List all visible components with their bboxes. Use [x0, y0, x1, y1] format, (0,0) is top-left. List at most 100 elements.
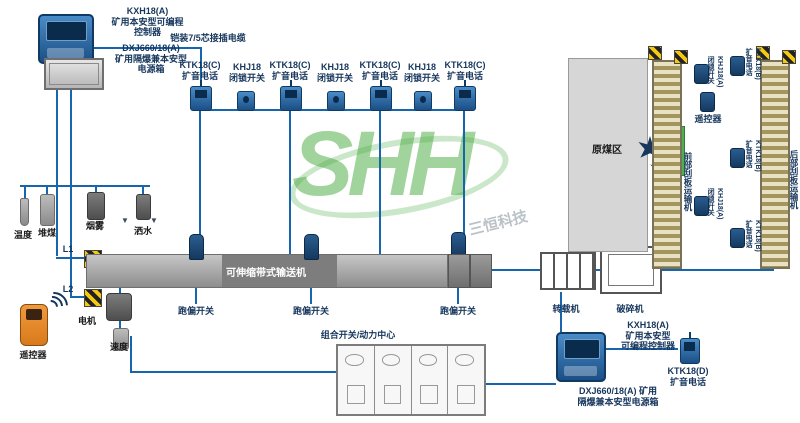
hazard-icon [674, 50, 688, 64]
motor-icon [106, 293, 132, 321]
phone-icon [454, 80, 476, 111]
cabinet-panel [338, 346, 375, 414]
deviation-switch-label: 跑偏开关 [292, 306, 329, 316]
lock-switch-icon [694, 64, 709, 84]
hazard-icon [84, 289, 102, 307]
phone-icon [730, 228, 745, 248]
raw-coal-area [568, 58, 648, 252]
cabinet-panel [412, 346, 449, 414]
wire [142, 186, 144, 196]
crusher-label: 破碎机 [616, 304, 644, 314]
watermark-subtext: 三恒科技 [467, 207, 530, 239]
power-box-icon [44, 58, 104, 90]
hazard-icon [782, 50, 796, 64]
right-device-label: KTK18(B) 扩音电话 [745, 140, 762, 172]
power-center-label: 组合开关/动力中心 [320, 330, 396, 340]
phone-icon [370, 80, 392, 111]
left-remote-label: 遥控器 [19, 350, 47, 360]
wire [602, 348, 678, 350]
controller-icon [556, 332, 606, 382]
wire [560, 292, 562, 332]
top-left-controller-label: KXH18(A) 矿用本安型可编程 控制器 [111, 6, 184, 38]
watermark-logo: SHH [292, 113, 474, 215]
coal-pile-label: 堆煤 [37, 228, 56, 238]
spray-arrow-icon: ▼ [121, 216, 129, 225]
top-device-label: KTK18(C) 扩音电话 [179, 60, 221, 81]
cabinet-panel [448, 346, 484, 414]
phone-icon [730, 56, 745, 76]
top-device-label: KHJ18 闭锁开关 [316, 62, 353, 83]
wire [20, 185, 150, 187]
wire [199, 111, 201, 256]
deviation-switch-icon [304, 234, 319, 260]
rear-scraper-label: 后部刮板运输机 [789, 150, 800, 210]
temperature-sensor-icon [20, 198, 29, 226]
spray-arrow-icon: ▼ [150, 216, 158, 225]
top-left-power-label: DXJ660/18(A) 矿用隔爆兼本安型 电源箱 [114, 43, 187, 75]
remote-icon [20, 304, 48, 346]
top-device-label: KTK18(C) 扩音电话 [359, 60, 401, 81]
motor-label: 电机 [77, 316, 96, 326]
lock-switch-icon [237, 91, 255, 111]
right-remote-label: 遥控器 [694, 114, 722, 124]
top-device-label: KHJ18 闭锁开关 [228, 62, 265, 83]
smoke-sensor-icon [87, 192, 105, 220]
wire [70, 296, 84, 298]
rear-scraper-conveyor [760, 60, 790, 269]
deviation-switch-icon [189, 234, 204, 260]
right-device-label: KHJ18(A) 闭锁开关 [707, 188, 724, 220]
lock-switch-icon [414, 91, 432, 111]
wire [195, 286, 197, 304]
wire [289, 111, 291, 256]
wire [56, 88, 58, 256]
controller-screen [46, 20, 87, 41]
bottom-right-controller-label: KXH18(A) 矿用本安型 可编程控制器 [620, 320, 675, 352]
wire [24, 186, 26, 198]
phone-icon [680, 332, 700, 364]
top-device-label: KHJ18 闭锁开关 [403, 62, 440, 83]
wire [310, 286, 312, 304]
controller-screen [563, 338, 600, 359]
controller-keys [564, 366, 597, 377]
belt-extension-segment [448, 254, 470, 288]
front-scraper-conveyor [652, 60, 682, 269]
wire [482, 383, 556, 385]
wire [457, 286, 459, 304]
transfer-machine-icon [540, 252, 596, 290]
lock-switch-icon [694, 196, 709, 216]
right-device-label: KTK18(B) 扩音电话 [745, 48, 762, 80]
hazard-icon [756, 46, 770, 60]
belt-extension-segment [470, 254, 492, 288]
wire [92, 47, 202, 49]
right-device-label: KHJ18(A) 闭锁开关 [707, 56, 724, 88]
line1-label: L1 [62, 244, 74, 254]
deviation-switch-label: 跑偏开关 [439, 306, 476, 316]
hazard-icon [648, 46, 662, 60]
bottom-right-power-label: DXJ660/18(A) 矿用 隔爆兼本安型电源箱 [577, 386, 659, 407]
phone-icon [730, 148, 745, 168]
cabinet-panel [375, 346, 412, 414]
line2-label: L2 [62, 284, 74, 294]
top-device-label: KTK18(C) 扩音电话 [444, 60, 486, 81]
wire [379, 111, 381, 256]
wire [200, 47, 202, 87]
transfer-label: 转载机 [552, 304, 580, 314]
wire [70, 88, 72, 298]
remote-icon [700, 92, 715, 112]
wire [130, 371, 336, 373]
wire [56, 257, 84, 259]
bottom-right-phone-label: KTK18(D) 扩音电话 [667, 366, 709, 387]
front-scraper-label: 前部刮板运输机 [683, 152, 694, 212]
wire [463, 111, 465, 254]
deviation-switch-label: 跑偏开关 [177, 306, 214, 316]
lock-switch-icon [327, 91, 345, 111]
cable-label: 铠装7/5芯接插电缆 [170, 33, 246, 43]
speed-label: 速度 [109, 342, 128, 352]
wire [95, 186, 97, 194]
phone-icon [190, 80, 212, 111]
combination-switch-cabinet [336, 344, 486, 416]
temperature-label: 温度 [13, 230, 32, 240]
speed-sensor-icon [113, 328, 129, 350]
phone-icon [280, 80, 302, 111]
